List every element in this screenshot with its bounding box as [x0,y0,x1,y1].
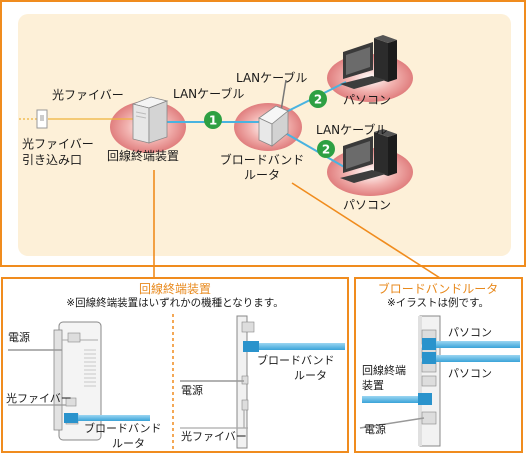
router-pc-plug-2 [422,352,436,364]
onu-left-power-label: 電源 [8,330,30,344]
badge-2a-icon: 2 [309,90,327,108]
router-onu-plug [418,393,432,405]
onu-left-fiber-label: 光ファイバー [6,391,72,405]
onu-left-router-label-1: ブロードバンド [84,421,162,435]
badge-2b-icon: 2 [317,140,335,158]
onu-right-lan-plug [243,341,259,352]
lan-cable-label-3: LANケーブル [316,122,387,137]
onu-right-router-label-2: ルータ [294,369,327,382]
svg-text:2: 2 [314,93,322,107]
onu-right-device-icon [236,315,255,449]
onu-panel-title: 回線終端装置 [139,281,211,296]
onu-panel-note: ※回線終端装置はいずれかの機種となります。 [66,296,283,309]
pc-top-label: パソコン [343,93,391,107]
router-pc-cable-2 [430,355,520,362]
router-pc-cable-1 [430,341,520,348]
router-panel-title: ブロードバンドルータ [378,281,499,296]
onu-left-router-label-2: ルータ [112,437,145,450]
onu-right-fiber-label: 光ファイバー [181,429,247,443]
onu-left-lan-cable [68,415,150,421]
badge-1-icon: 1 [204,111,222,129]
router-pc-label-2: パソコン [448,367,492,380]
lan-cable-label-2: LANケーブル [236,70,307,85]
onu-label: 回線終端装置 [107,148,179,163]
pc-bottom-icon [340,129,397,183]
onu-left-lan-plug [64,413,78,423]
fiber-outlet-icon [36,109,48,129]
fiber-outlet-label-1: 光ファイバー [22,137,94,151]
lan-cable-2b [279,129,347,169]
router-pc-plug-1 [422,338,436,350]
router-onu-cable [362,396,424,403]
router-rear-device-icon [418,315,441,447]
fiber-label: 光ファイバー [52,88,124,102]
router-onu-label-1: 回線終端 [362,363,406,377]
svg-text:2: 2 [322,143,330,157]
router-label-2: ルータ [244,168,280,182]
router-onu-label-2: 装置 [362,379,384,392]
router-power-cord [359,417,425,429]
svg-text:1: 1 [209,114,217,128]
fiber-outlet-label-2: 引き込み口 [22,153,82,167]
router-label-1: ブロードバンド [220,152,305,167]
onu-right-power-label: 電源 [181,383,203,397]
router-pc-label-1: パソコン [448,326,492,339]
lan-cable-label-1: LANケーブル [173,86,244,101]
router-power-label: 電源 [364,422,386,436]
pc-bottom-label: パソコン [343,198,391,212]
onu-left-device-icon [53,321,102,441]
pc-top-icon [340,35,397,89]
onu-device-icon [131,96,169,144]
router-panel-note: ※イラストは例です。 [387,296,489,309]
onu-right-lan-cable [247,343,345,350]
router-callout-line [291,182,441,279]
router-device-icon [258,79,289,147]
onu-right-router-label-1: ブロードバンド [257,353,335,367]
